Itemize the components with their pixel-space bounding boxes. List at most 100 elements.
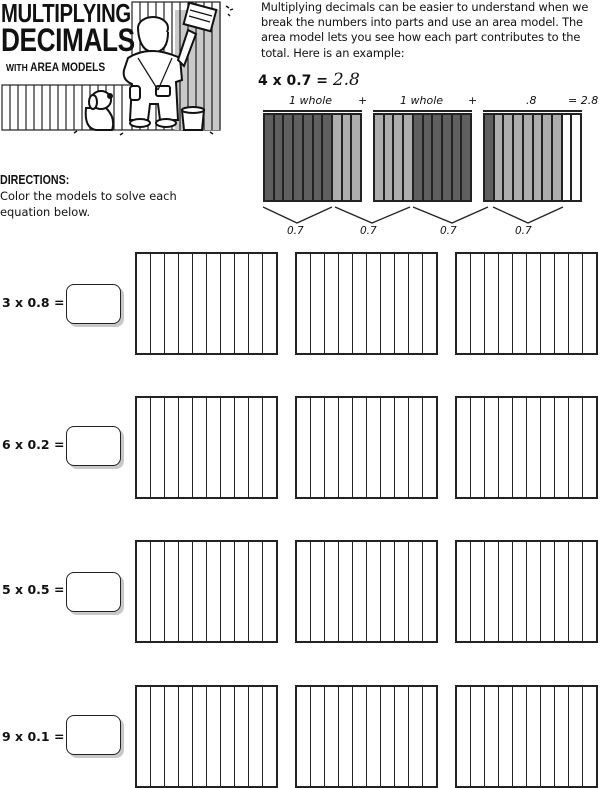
grid-column[interactable]: [499, 687, 513, 786]
grid-column[interactable]: [353, 542, 367, 641]
grid-column[interactable]: [527, 254, 541, 353]
grid-column[interactable]: [353, 254, 367, 353]
grid-column[interactable]: [485, 254, 499, 353]
grid-column[interactable]: [555, 542, 569, 641]
grid-column[interactable]: [179, 687, 193, 786]
grid-column[interactable]: [165, 254, 179, 353]
grid-column[interactable]: [263, 254, 276, 353]
grid-column[interactable]: [137, 398, 151, 497]
area-model-grid[interactable]: [135, 396, 278, 499]
area-model-grid[interactable]: [295, 685, 438, 788]
area-model-grid[interactable]: [135, 540, 278, 643]
grid-column[interactable]: [151, 687, 165, 786]
grid-column[interactable]: [527, 542, 541, 641]
grid-column[interactable]: [137, 542, 151, 641]
grid-column[interactable]: [165, 687, 179, 786]
grid-column[interactable]: [353, 687, 367, 786]
grid-column[interactable]: [381, 687, 395, 786]
grid-column[interactable]: [555, 687, 569, 786]
grid-column[interactable]: [207, 398, 221, 497]
grid-column[interactable]: [249, 687, 263, 786]
grid-column[interactable]: [527, 687, 541, 786]
grid-column[interactable]: [235, 254, 249, 353]
grid-column[interactable]: [297, 542, 311, 641]
grid-column[interactable]: [367, 542, 381, 641]
grid-column[interactable]: [471, 687, 485, 786]
grid-column[interactable]: [513, 254, 527, 353]
grid-column[interactable]: [485, 687, 499, 786]
grid-column[interactable]: [339, 687, 353, 786]
grid-column[interactable]: [207, 254, 221, 353]
grid-column[interactable]: [151, 254, 165, 353]
grid-column[interactable]: [325, 542, 339, 641]
grid-column[interactable]: [249, 254, 263, 353]
grid-column[interactable]: [423, 687, 436, 786]
grid-column[interactable]: [151, 542, 165, 641]
grid-column[interactable]: [485, 398, 499, 497]
grid-column[interactable]: [297, 398, 311, 497]
area-model-grid[interactable]: [295, 540, 438, 643]
grid-column[interactable]: [569, 398, 583, 497]
grid-column[interactable]: [263, 398, 276, 497]
grid-column[interactable]: [513, 398, 527, 497]
area-model-grid[interactable]: [455, 685, 598, 788]
grid-column[interactable]: [409, 254, 423, 353]
grid-column[interactable]: [457, 542, 471, 641]
area-model-grid[interactable]: [295, 396, 438, 499]
grid-column[interactable]: [555, 398, 569, 497]
grid-column[interactable]: [527, 398, 541, 497]
grid-column[interactable]: [499, 398, 513, 497]
grid-column[interactable]: [311, 687, 325, 786]
grid-column[interactable]: [311, 254, 325, 353]
grid-column[interactable]: [339, 542, 353, 641]
grid-column[interactable]: [409, 542, 423, 641]
grid-column[interactable]: [541, 687, 555, 786]
grid-column[interactable]: [179, 254, 193, 353]
grid-column[interactable]: [367, 398, 381, 497]
grid-column[interactable]: [457, 254, 471, 353]
grid-column[interactable]: [499, 254, 513, 353]
grid-column[interactable]: [409, 687, 423, 786]
grid-column[interactable]: [165, 542, 179, 641]
grid-column[interactable]: [471, 254, 485, 353]
grid-column[interactable]: [249, 398, 263, 497]
grid-column[interactable]: [325, 687, 339, 786]
grid-column[interactable]: [513, 687, 527, 786]
grid-column[interactable]: [555, 254, 569, 353]
answer-input[interactable]: [66, 284, 121, 324]
grid-column[interactable]: [485, 542, 499, 641]
area-model-grid[interactable]: [295, 252, 438, 355]
area-model-grid[interactable]: [455, 540, 598, 643]
grid-column[interactable]: [457, 398, 471, 497]
grid-column[interactable]: [193, 542, 207, 641]
grid-column[interactable]: [353, 398, 367, 497]
grid-column[interactable]: [311, 542, 325, 641]
grid-column[interactable]: [311, 398, 325, 497]
grid-column[interactable]: [381, 542, 395, 641]
grid-column[interactable]: [409, 398, 423, 497]
grid-column[interactable]: [423, 542, 436, 641]
grid-column[interactable]: [423, 254, 436, 353]
grid-column[interactable]: [249, 542, 263, 641]
grid-column[interactable]: [513, 542, 527, 641]
area-model-grid[interactable]: [135, 685, 278, 788]
grid-column[interactable]: [137, 687, 151, 786]
grid-column[interactable]: [179, 398, 193, 497]
grid-column[interactable]: [583, 687, 596, 786]
grid-column[interactable]: [583, 254, 596, 353]
area-model-grid[interactable]: [135, 252, 278, 355]
grid-column[interactable]: [395, 542, 409, 641]
grid-column[interactable]: [381, 254, 395, 353]
grid-column[interactable]: [193, 398, 207, 497]
grid-column[interactable]: [235, 687, 249, 786]
grid-column[interactable]: [569, 254, 583, 353]
grid-column[interactable]: [221, 398, 235, 497]
grid-column[interactable]: [541, 254, 555, 353]
grid-column[interactable]: [583, 398, 596, 497]
answer-input[interactable]: [66, 715, 121, 755]
grid-column[interactable]: [165, 398, 179, 497]
grid-column[interactable]: [151, 398, 165, 497]
grid-column[interactable]: [263, 542, 276, 641]
grid-column[interactable]: [221, 254, 235, 353]
grid-column[interactable]: [297, 687, 311, 786]
